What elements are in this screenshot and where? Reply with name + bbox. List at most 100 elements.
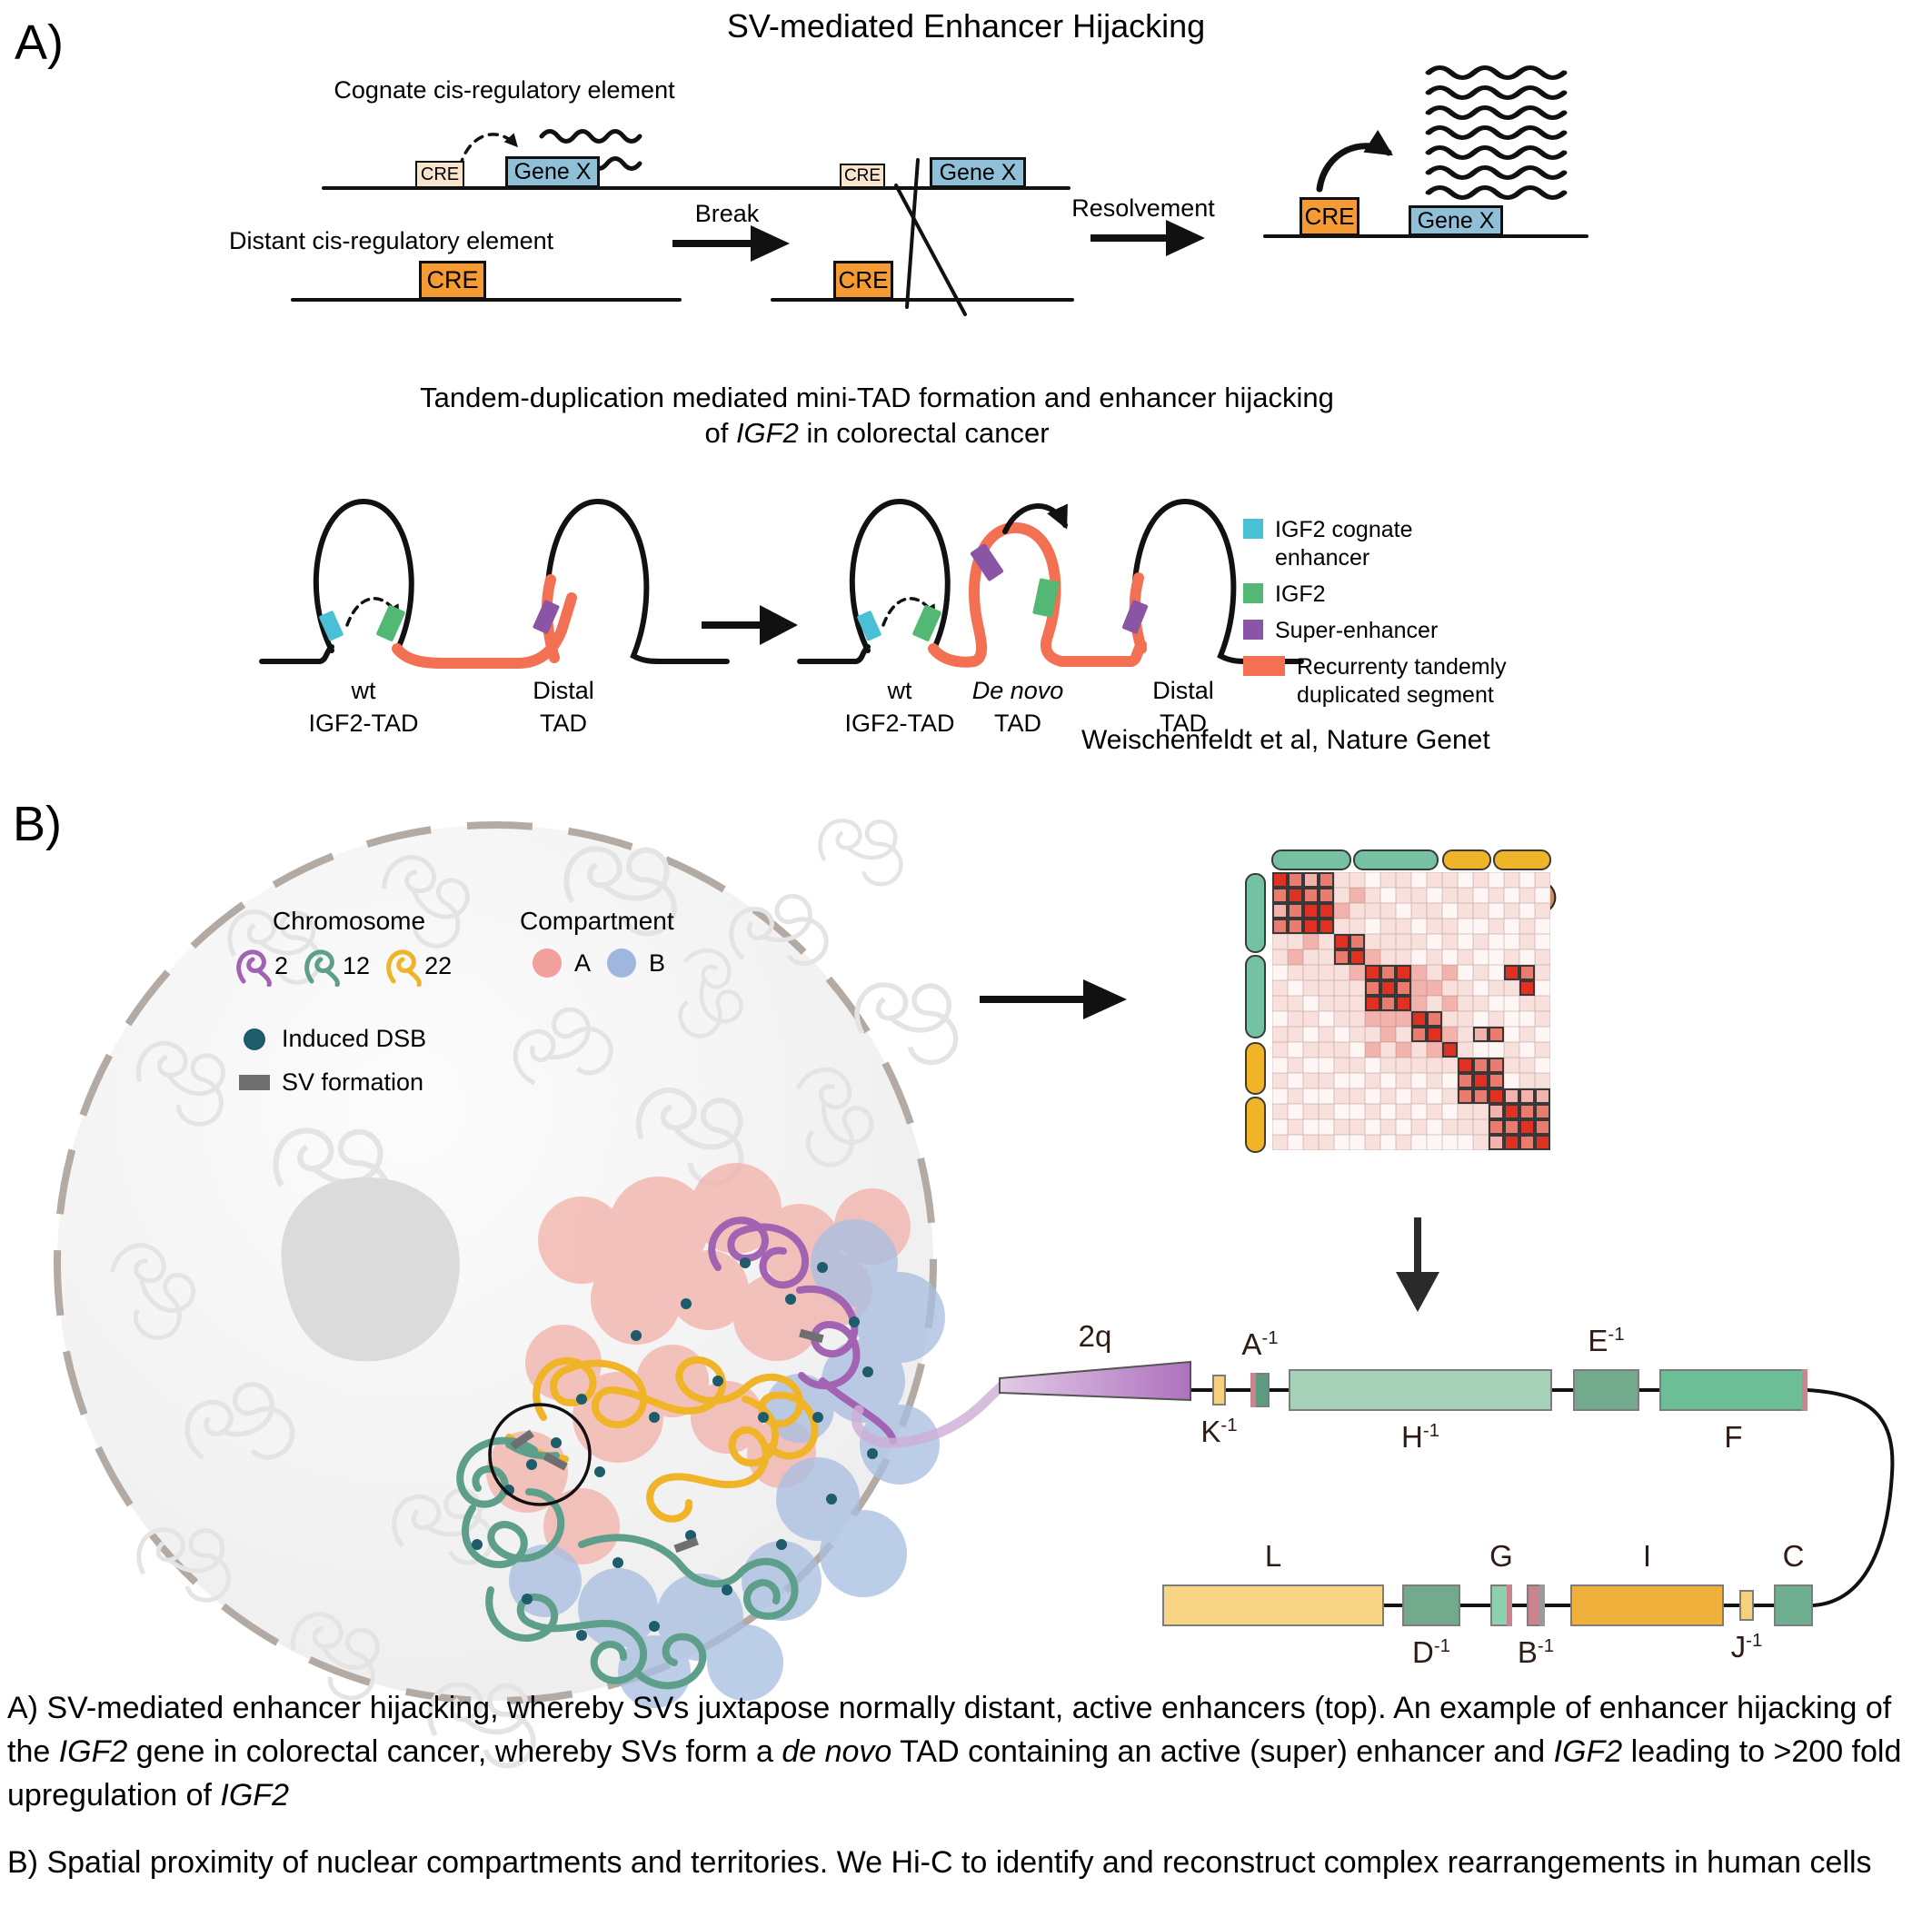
- hic-cell: [1319, 949, 1334, 965]
- duplicated-segment-swatch-icon: [1243, 656, 1285, 676]
- hic-cell: [1303, 919, 1319, 934]
- hic-cell: [1504, 903, 1519, 919]
- hic-cell: [1411, 980, 1427, 996]
- hic-cell: [1303, 888, 1319, 903]
- hic-cell: [1303, 980, 1319, 996]
- hic-cell: [1303, 1088, 1319, 1104]
- hic-cell: [1427, 934, 1442, 949]
- hic-cell: [1535, 949, 1550, 965]
- hic-cell: [1319, 965, 1334, 980]
- hic-cell: [1473, 872, 1489, 888]
- hic-cell: [1427, 996, 1442, 1011]
- segment-label-i: I: [1642, 1539, 1652, 1573]
- hic-cell: [1288, 965, 1303, 980]
- segment-label-l: L: [1264, 1539, 1282, 1573]
- hic-cell: [1411, 1058, 1427, 1073]
- hic-cell: [1458, 888, 1473, 903]
- hic-cell: [1349, 980, 1365, 996]
- resolvement-label: Resolvement: [1071, 194, 1215, 222]
- hic-cell: [1489, 872, 1504, 888]
- hic-cell: [1535, 872, 1550, 888]
- hic-cell: [1442, 980, 1458, 996]
- hic-cell: [1535, 888, 1550, 903]
- hic-cell: [1427, 919, 1442, 934]
- hic-cell: [1365, 1042, 1380, 1058]
- hic-cell: [1504, 1104, 1519, 1119]
- hic-cell: [1473, 1011, 1489, 1027]
- hic-cell: [1519, 1073, 1535, 1088]
- hic-cell: [1380, 1119, 1396, 1135]
- hic-cell: [1334, 1104, 1349, 1119]
- hic-cell: [1427, 1104, 1442, 1119]
- hic-cell: [1380, 980, 1396, 996]
- hic-cell: [1319, 934, 1334, 949]
- hic-cell: [1365, 888, 1380, 903]
- compartment-legend-title: Compartment: [520, 907, 674, 935]
- hic-cell: [1411, 1104, 1427, 1119]
- hic-cell: [1396, 903, 1411, 919]
- hic-cell: [1411, 888, 1427, 903]
- hic-cell: [1519, 1058, 1535, 1073]
- caption-a: A) SV-mediated enhancer hijacking, where…: [7, 1691, 1902, 1813]
- compartment-legend-items: A B: [533, 949, 665, 978]
- hic-cell: [1504, 1073, 1519, 1088]
- hic-cell: [1473, 1119, 1489, 1135]
- hic-cell: [1473, 1135, 1489, 1150]
- hic-cell: [1519, 1135, 1535, 1150]
- chromosome-2-loop-icon: [236, 949, 272, 987]
- hic-cell: [1411, 1135, 1427, 1150]
- chromosome-segment-g: [1490, 1584, 1512, 1626]
- cre-box: CRE: [833, 261, 893, 300]
- hic-cell: [1380, 1042, 1396, 1058]
- hic-cell: [1504, 872, 1519, 888]
- hic-cell: [1411, 872, 1427, 888]
- hic-cell: [1535, 1104, 1550, 1119]
- segment-label-h: H-1: [1400, 1420, 1440, 1454]
- hic-cell: [1535, 965, 1550, 980]
- chromosome-legend-items: 2 12 22: [236, 945, 452, 987]
- hic-cell: [1519, 996, 1535, 1011]
- hic-cell: [1489, 888, 1504, 903]
- tad-section-title-line1: Tandem-duplication mediated mini-TAD for…: [420, 382, 1334, 413]
- hic-cell: [1272, 888, 1288, 903]
- hic-cell: [1319, 1104, 1334, 1119]
- hic-cell: [1535, 1119, 1550, 1135]
- hic-cell: [1489, 1058, 1504, 1073]
- hic-cell: [1349, 888, 1365, 903]
- hic-cell: [1334, 919, 1349, 934]
- hic-cell: [1458, 996, 1473, 1011]
- chromosome-legend-title: Chromosome: [273, 907, 426, 935]
- hic-cell: [1303, 1042, 1319, 1058]
- cognate-cre-label: Cognate cis-regulatory element: [334, 76, 675, 104]
- hic-cell: [1473, 965, 1489, 980]
- transition-arrow-icon: [702, 605, 798, 645]
- hic-cell: [1349, 949, 1365, 965]
- hic-cell: [1303, 996, 1319, 1011]
- hic-cell: [1334, 888, 1349, 903]
- break-label: Break: [694, 200, 760, 227]
- reconstruction-arrow-icon: [1396, 1217, 1439, 1312]
- hic-cell: [1473, 980, 1489, 996]
- hic-cell: [1427, 1058, 1442, 1073]
- hic-cell: [1458, 1088, 1473, 1104]
- hic-cell: [1396, 1119, 1411, 1135]
- chromosome-segment-a: [1250, 1373, 1270, 1407]
- hic-cell: [1272, 1135, 1288, 1150]
- hic-cell: [1349, 1088, 1365, 1104]
- legend-item: IGF2 cognate enhancer: [1243, 516, 1524, 572]
- chr22-ideogram-top: [1442, 849, 1551, 870]
- hic-cell: [1396, 1042, 1411, 1058]
- tad-section-title-line2: of IGF2 in colorectal cancer: [704, 417, 1050, 449]
- hic-cell: [1319, 872, 1334, 888]
- hic-cell: [1288, 1088, 1303, 1104]
- hic-cell: [1442, 965, 1458, 980]
- hic-cell: [1349, 872, 1365, 888]
- hic-cell: [1442, 1027, 1458, 1042]
- chromosome-segment-i: [1570, 1584, 1724, 1626]
- hic-cell: [1272, 980, 1288, 996]
- hic-cell: [1349, 996, 1365, 1011]
- segment-edge-mark: [1250, 1373, 1256, 1407]
- hic-cell: [1519, 1104, 1535, 1119]
- hic-cell: [1288, 934, 1303, 949]
